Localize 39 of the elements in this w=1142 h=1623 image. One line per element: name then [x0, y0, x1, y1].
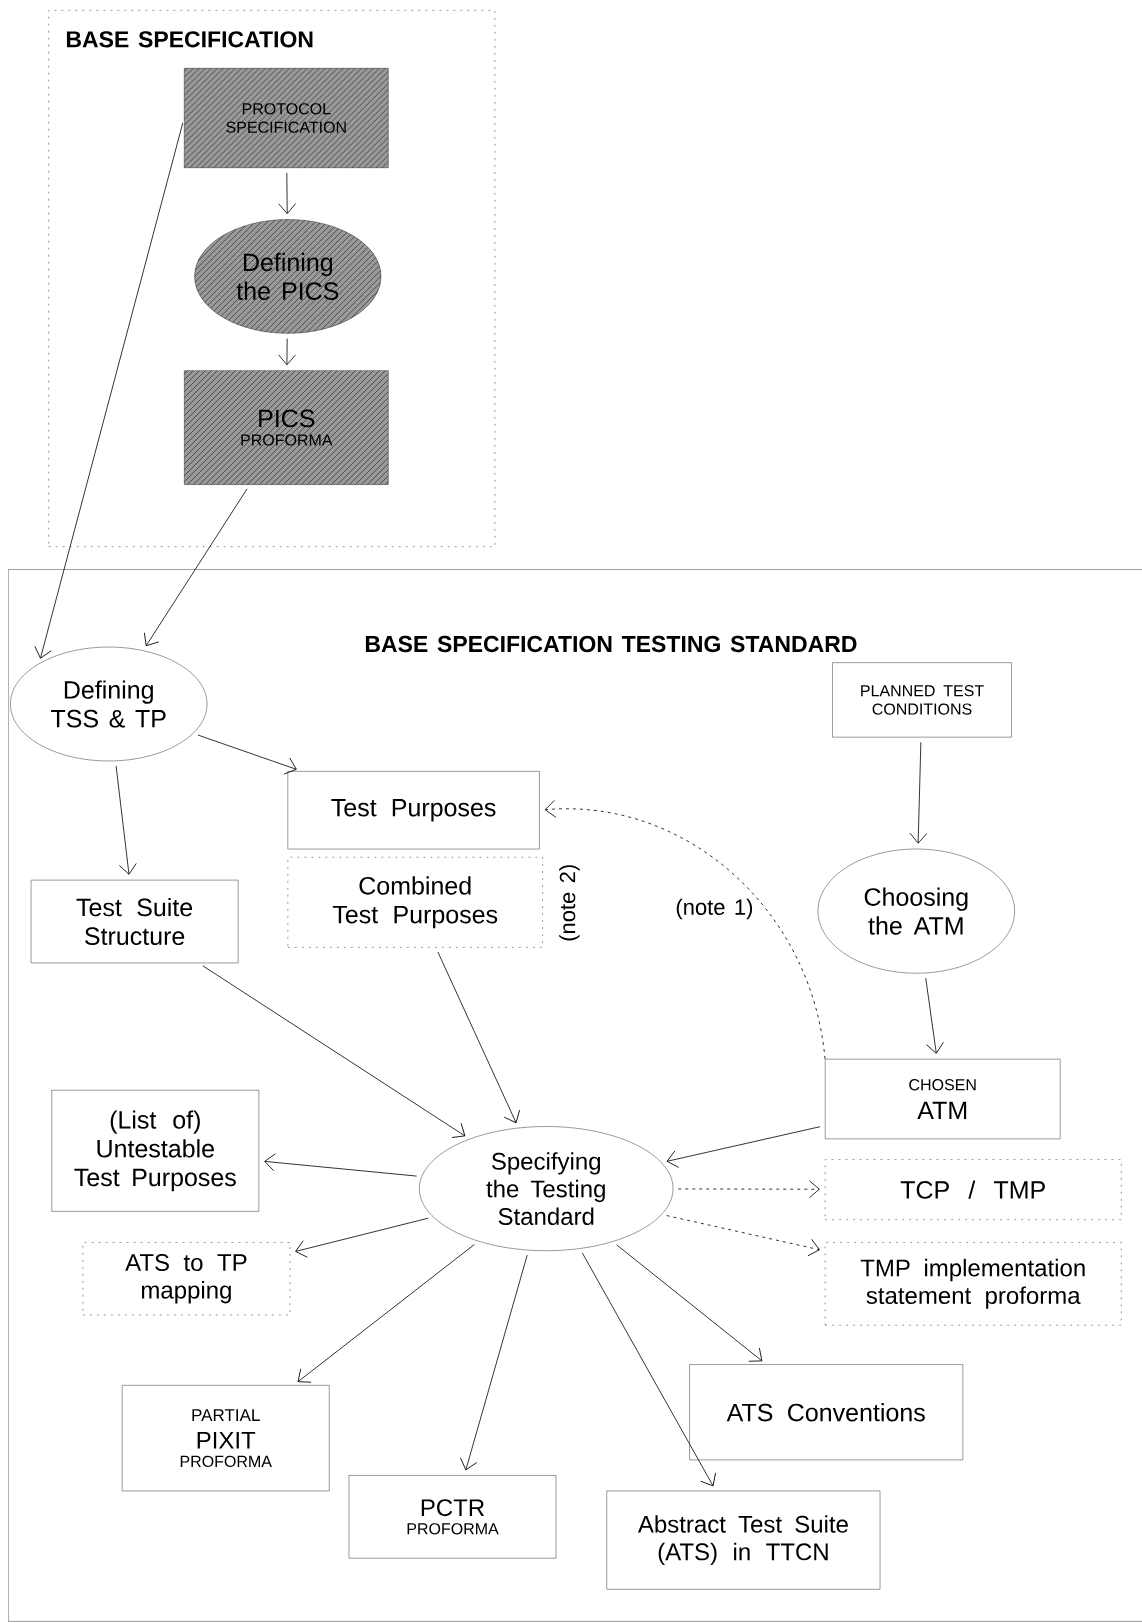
arrow: [925, 977, 944, 1054]
process-box: (List of) Untestable Test Purposes: [51, 1090, 260, 1212]
process-box: ATS Conventions: [689, 1364, 964, 1461]
process-box: Test Purposes: [287, 771, 540, 850]
arrow: [297, 1244, 475, 1383]
arrow: [666, 1215, 820, 1257]
arrow: [677, 1180, 820, 1199]
process-box: TCP / TMP: [824, 1159, 1122, 1220]
arrow: [295, 1217, 429, 1258]
note-label: (note 1): [676, 898, 753, 920]
process-box: PROTOCOL SPECIFICATION: [184, 68, 389, 168]
process-box: PARTIAL PIXIT PROFORMA: [121, 1385, 330, 1492]
note-label: (note 2): [559, 865, 580, 941]
arrow: [666, 1126, 821, 1168]
section-heading: BASE SPECIFICATION: [66, 31, 313, 48]
arrow: [544, 800, 826, 1060]
process-box: CHOSEN ATM: [825, 1058, 1061, 1140]
process-box: PICS PROFORMA: [184, 370, 389, 485]
process-box: Abstract Test Suite (ATS) in TTCN: [606, 1490, 881, 1590]
process-box: Test Suite Structure: [30, 879, 239, 964]
arrow: [115, 765, 137, 875]
process-box: ATS to TP mapping: [82, 1242, 291, 1316]
process-box: TMP implementation statement proforma: [824, 1242, 1122, 1326]
arrow: [909, 741, 928, 844]
arrow: [202, 965, 466, 1138]
arrow: [278, 172, 296, 215]
process-box: Combined Test Purposes: [287, 857, 543, 948]
process-box: PCTR PROFORMA: [348, 1475, 557, 1559]
arrow: [144, 488, 248, 647]
arrow: [460, 1254, 528, 1471]
arrow: [616, 1244, 763, 1362]
arrow: [581, 1252, 716, 1487]
arrow: [437, 951, 520, 1124]
arrow: [278, 338, 296, 366]
process-box: PLANNED TEST CONDITIONS: [832, 662, 1012, 738]
arrow: [264, 1153, 417, 1177]
arrow: [34, 122, 184, 659]
section-heading: BASE SPECIFICATION TESTING STANDARD: [365, 635, 857, 653]
arrow: [197, 734, 297, 775]
